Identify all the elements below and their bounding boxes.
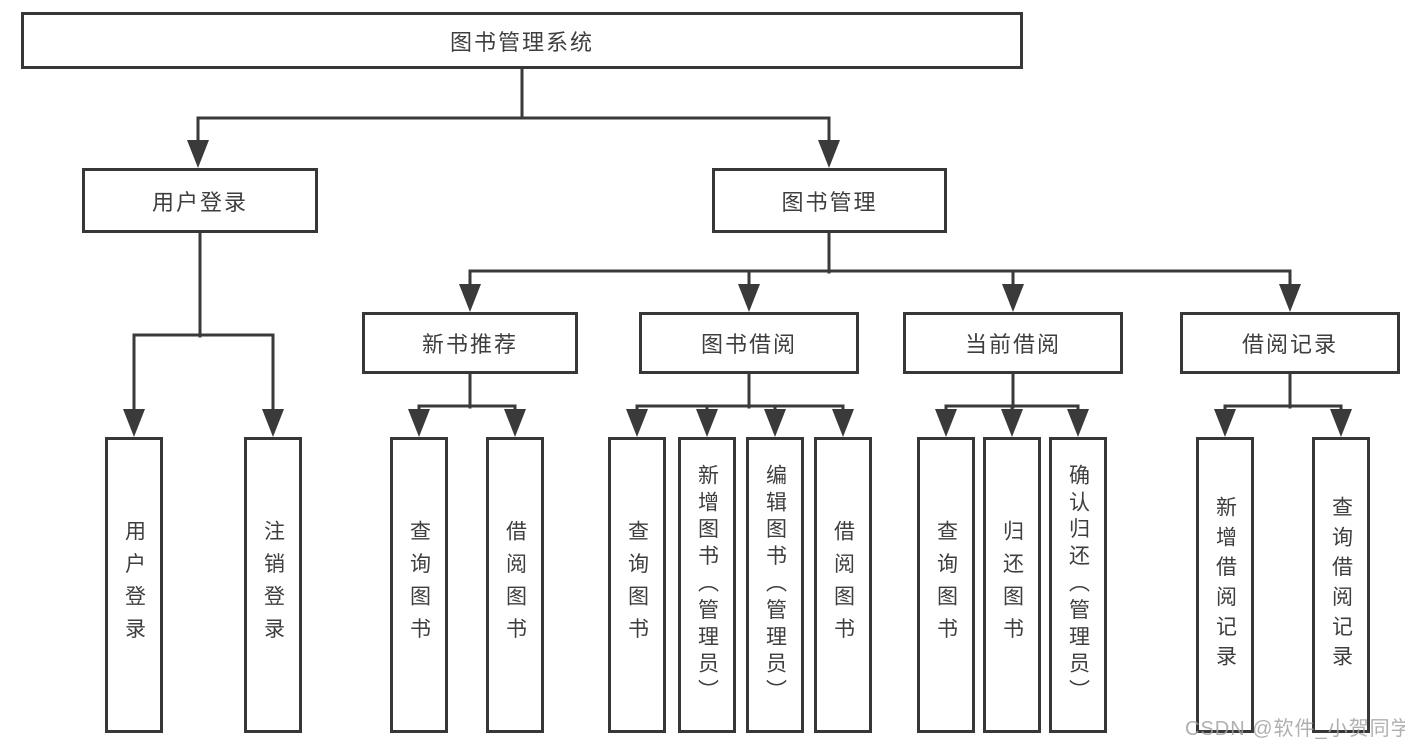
leaf-borrow-books-borrowing-label: 借阅图书 bbox=[831, 519, 855, 651]
leaf-edit-book-admin: 编辑图书（管理员） bbox=[746, 437, 804, 733]
arrow-down-icon bbox=[123, 409, 145, 437]
leaf-borrow-books-borrowing: 借阅图书 bbox=[814, 437, 872, 733]
leaf-query-borrow-record-label: 查询借阅记录 bbox=[1329, 495, 1353, 675]
node-current-borrowing-label: 当前借阅 bbox=[964, 332, 1061, 357]
leaf-query-borrow-record: 查询借阅记录 bbox=[1312, 437, 1370, 733]
arrow-down-icon bbox=[1330, 409, 1352, 437]
leaf-add-book-admin: 新增图书（管理员） bbox=[678, 437, 736, 733]
leaf-logout-label: 注销登录 bbox=[261, 519, 285, 651]
node-user-login-label: 用户登录 bbox=[151, 189, 248, 215]
leaf-confirm-return-admin: 确认归还（管理员） bbox=[1049, 437, 1107, 733]
leaf-query-books-recommend-label: 查询图书 bbox=[407, 519, 431, 651]
arrow-down-icon bbox=[459, 284, 481, 312]
node-current-borrowing: 当前借阅 bbox=[903, 312, 1123, 374]
arrow-down-icon bbox=[696, 409, 718, 437]
leaf-add-book-admin-label: 新增图书（管理员） bbox=[695, 464, 719, 706]
node-book-management-label: 图书管理 bbox=[781, 189, 878, 215]
leaf-query-books-current: 查询图书 bbox=[917, 437, 975, 733]
leaf-return-book: 归还图书 bbox=[983, 437, 1041, 733]
leaf-user-login: 用户登录 bbox=[105, 437, 163, 733]
node-user-login: 用户登录 bbox=[82, 168, 318, 233]
arrow-down-icon bbox=[262, 409, 284, 437]
arrow-down-icon bbox=[738, 284, 760, 312]
arrow-down-icon bbox=[764, 409, 786, 437]
arrow-down-icon bbox=[626, 409, 648, 437]
arrow-down-icon bbox=[818, 140, 840, 168]
leaf-confirm-return-admin-label: 确认归还（管理员） bbox=[1066, 464, 1090, 706]
arrow-down-icon bbox=[1067, 409, 1089, 437]
node-library-management-system-label: 图书管理系统 bbox=[449, 29, 594, 55]
leaf-user-login-label: 用户登录 bbox=[122, 519, 146, 651]
leaf-edit-book-admin-label: 编辑图书（管理员） bbox=[763, 464, 787, 706]
arrow-down-icon bbox=[832, 409, 854, 437]
node-new-book-recommend-label: 新书推荐 bbox=[421, 332, 518, 357]
node-book-borrowing: 图书借阅 bbox=[639, 312, 859, 374]
leaf-borrow-books-recommend: 借阅图书 bbox=[486, 437, 544, 733]
arrow-down-icon bbox=[1214, 409, 1236, 437]
arrow-down-icon bbox=[935, 409, 957, 437]
arrow-down-icon bbox=[187, 140, 209, 168]
node-book-management: 图书管理 bbox=[712, 168, 947, 233]
leaf-borrow-books-recommend-label: 借阅图书 bbox=[503, 519, 527, 651]
leaf-query-books-borrowing-label: 查询图书 bbox=[625, 519, 649, 651]
leaf-logout: 注销登录 bbox=[244, 437, 302, 733]
leaf-add-borrow-record: 新增借阅记录 bbox=[1196, 437, 1254, 733]
arrow-down-icon bbox=[1279, 284, 1301, 312]
leaf-return-book-label: 归还图书 bbox=[1000, 519, 1024, 651]
leaf-add-borrow-record-label: 新增借阅记录 bbox=[1213, 495, 1237, 675]
arrow-down-icon bbox=[504, 409, 526, 437]
arrow-down-icon bbox=[1002, 284, 1024, 312]
leaf-query-books-current-label: 查询图书 bbox=[934, 519, 958, 651]
leaf-query-books-recommend: 查询图书 bbox=[390, 437, 448, 733]
node-new-book-recommend: 新书推荐 bbox=[362, 312, 578, 374]
node-borrowing-records-label: 借阅记录 bbox=[1241, 332, 1338, 357]
node-book-borrowing-label: 图书借阅 bbox=[700, 332, 797, 357]
node-library-management-system: 图书管理系统 bbox=[21, 12, 1023, 69]
watermark: CSDN @软件_小贺同学 bbox=[1185, 718, 1405, 740]
leaf-query-books-borrowing: 查询图书 bbox=[608, 437, 666, 733]
arrow-down-icon bbox=[1001, 409, 1023, 437]
arrow-down-icon bbox=[408, 409, 430, 437]
node-borrowing-records: 借阅记录 bbox=[1180, 312, 1400, 374]
